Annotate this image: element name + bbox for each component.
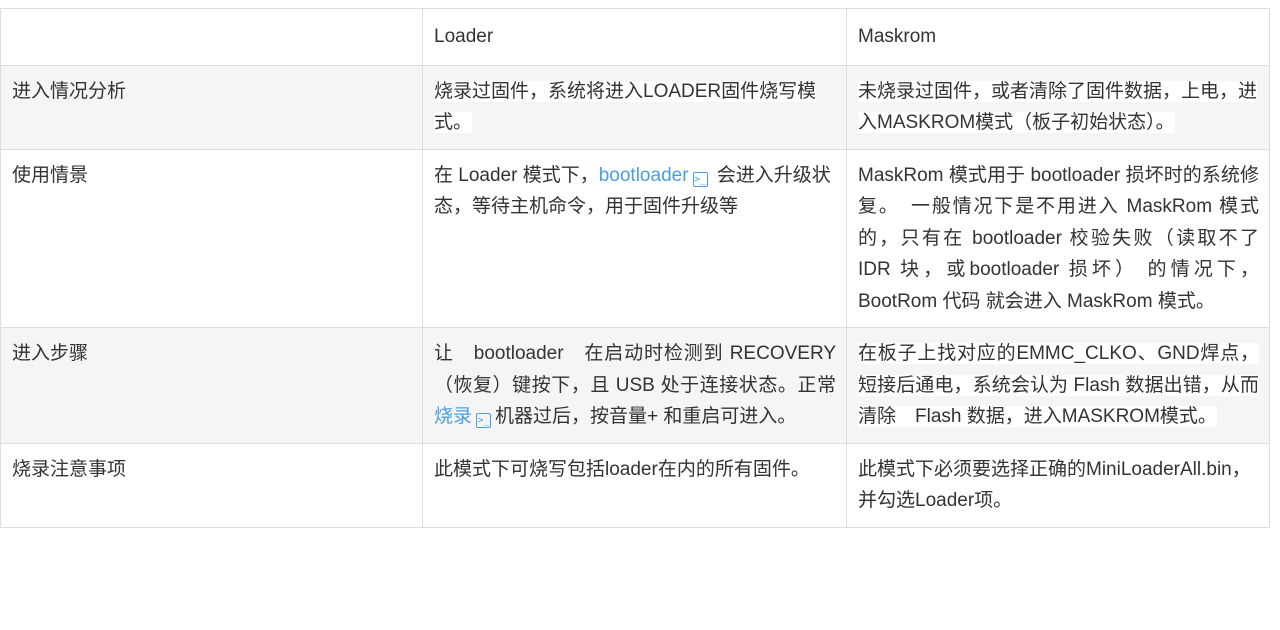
external-link-icon[interactable]: >_ [692, 171, 708, 187]
row-label: 进入情况分析 [0, 64, 423, 150]
maskrom-cell: 未烧录过固件，或者清除了固件数据，上电，进入MASKROM模式（板子初始状态）。 [846, 64, 1270, 150]
cell-text: 在板子上找对应的EMMC_CLKO、GND焊点，短接后通电，系统会认为 Flas… [858, 343, 1259, 427]
table-row: 烧录注意事项 此模式下可烧写包括loader在内的所有固件。 此模式下必须要选择… [0, 442, 1270, 528]
table-row: 使用情景 在 Loader 模式下，bootloader>_ 会进入升级状态，等… [0, 148, 1270, 328]
table-row: 进入步骤 让 bootloader 在启动时检测到 RECOVERY（恢复）键按… [0, 327, 1270, 444]
cell-text: 让 bootloader 在启动时检测到 RECOVERY（恢复）键按下，且 U… [434, 343, 836, 396]
loader-cell: 让 bootloader 在启动时检测到 RECOVERY（恢复）键按下，且 U… [422, 327, 847, 444]
loader-cell: 在 Loader 模式下，bootloader>_ 会进入升级状态，等待主机命令… [422, 148, 847, 328]
cell-text: 在 Loader 模式下， [434, 164, 599, 186]
cell-text: 会进入升级状态，等待主机命令，用于固件升级等 [434, 164, 831, 218]
maskrom-cell: 此模式下必须要选择正确的MiniLoaderAll.bin，并勾选Loader项… [846, 442, 1270, 528]
flash-link[interactable]: 烧录 [434, 406, 473, 427]
header-cell-loader: Loader [422, 8, 847, 66]
header-cell-empty [0, 8, 423, 66]
comparison-table: Loader Maskrom 进入情况分析 烧录过固件，系统将进入LOADER固… [0, 8, 1270, 528]
loader-cell: 烧录过固件，系统将进入LOADER固件烧写模式。 [422, 64, 847, 150]
bootloader-link[interactable]: bootloader [598, 164, 689, 186]
table-row: 进入情况分析 烧录过固件，系统将进入LOADER固件烧写模式。 未烧录过固件，或… [0, 64, 1270, 150]
row-label: 进入步骤 [0, 327, 423, 444]
cell-text: 机器过后，按音量+ 和重启可进入。 [495, 406, 797, 427]
cell-text: 未烧录过固件，或者清除了固件数据，上电，进入MASKROM模式（板子初始状态）。 [858, 80, 1258, 133]
loader-cell: 此模式下可烧写包括loader在内的所有固件。 [422, 442, 847, 528]
cell-text: 烧录过固件，系统将进入LOADER固件烧写模式。 [434, 80, 817, 133]
header-cell-maskrom: Maskrom [846, 8, 1270, 66]
maskrom-cell: MaskRom 模式用于 bootloader 损坏时的系统修复。 一般情况下是… [846, 148, 1270, 328]
row-label: 烧录注意事项 [0, 442, 423, 528]
table-header-row: Loader Maskrom [0, 8, 1270, 66]
external-link-icon[interactable]: >_ [476, 413, 492, 428]
row-label: 使用情景 [0, 148, 423, 328]
maskrom-cell: 在板子上找对应的EMMC_CLKO、GND焊点，短接后通电，系统会认为 Flas… [846, 327, 1270, 444]
